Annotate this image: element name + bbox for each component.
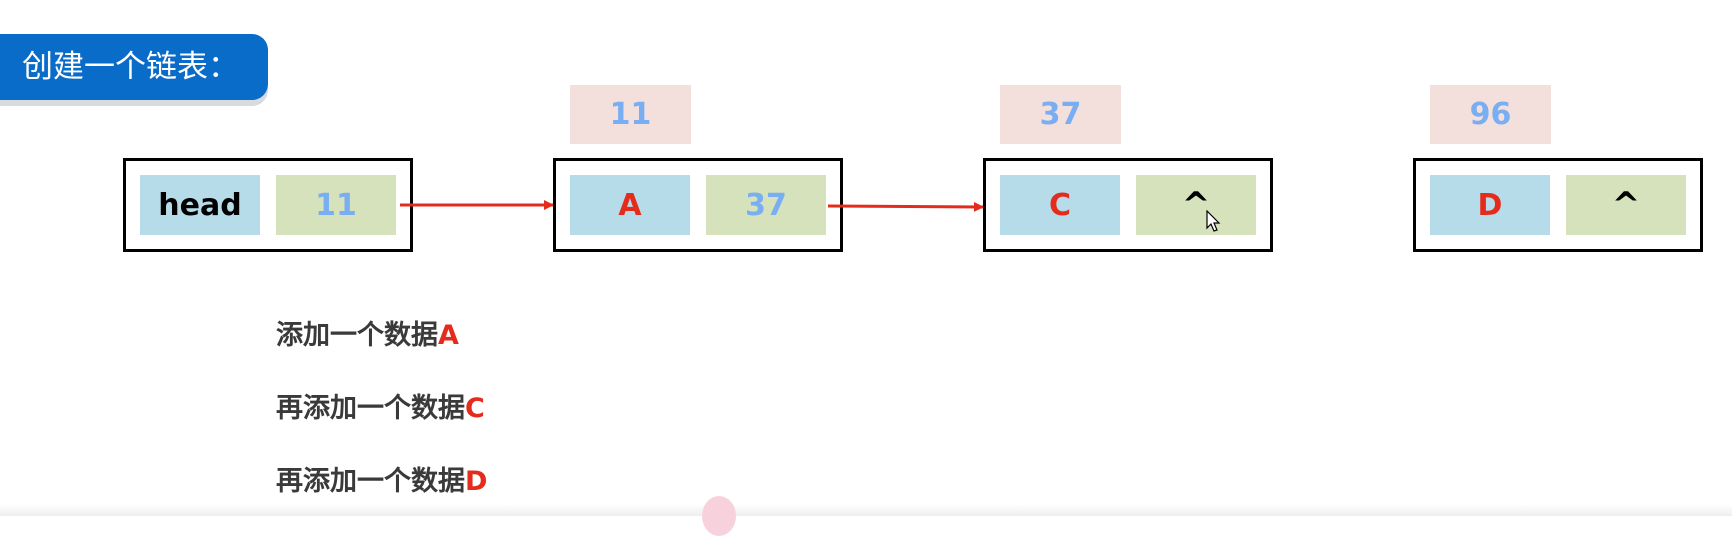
step-add-d: 再添加一个数据D: [276, 464, 487, 500]
mouse-cursor-icon: [1206, 210, 1221, 232]
pointer-arrows: [400, 200, 984, 212]
linked-list-node-d: D ^: [1413, 158, 1703, 252]
step-add-a: 添加一个数据A: [276, 318, 487, 354]
pointer-arrow-a-to-c: [827, 201, 984, 212]
step-add-c: 再添加一个数据C: [276, 391, 487, 427]
node-data-cell: A: [570, 175, 690, 235]
node-data-cell: head: [140, 175, 260, 235]
step-text: 再添加一个数据: [276, 466, 465, 497]
node-address-c: 37: [1000, 85, 1121, 144]
step-list: 添加一个数据A 再添加一个数据C 再添加一个数据D: [276, 318, 487, 537]
node-data-cell: D: [1430, 175, 1550, 235]
node-address-a: 11: [570, 85, 691, 144]
step-value: D: [465, 466, 488, 497]
step-value: C: [465, 393, 485, 424]
step-value: A: [438, 320, 459, 351]
step-text: 添加一个数据: [276, 320, 438, 351]
decorative-blob: [702, 496, 736, 536]
node-next-cell: ^: [1136, 175, 1256, 235]
bottom-edge: [0, 504, 1732, 516]
node-next-cell: ^: [1566, 175, 1686, 235]
node-address-d: 96: [1430, 85, 1551, 144]
node-data-cell: C: [1000, 175, 1120, 235]
linked-list-node-c: C ^: [983, 158, 1273, 252]
node-next-cell: 37: [706, 175, 826, 235]
step-text: 再添加一个数据: [276, 393, 465, 424]
slide-title: 创建一个链表：: [0, 34, 268, 100]
node-next-cell: 11: [276, 175, 396, 235]
